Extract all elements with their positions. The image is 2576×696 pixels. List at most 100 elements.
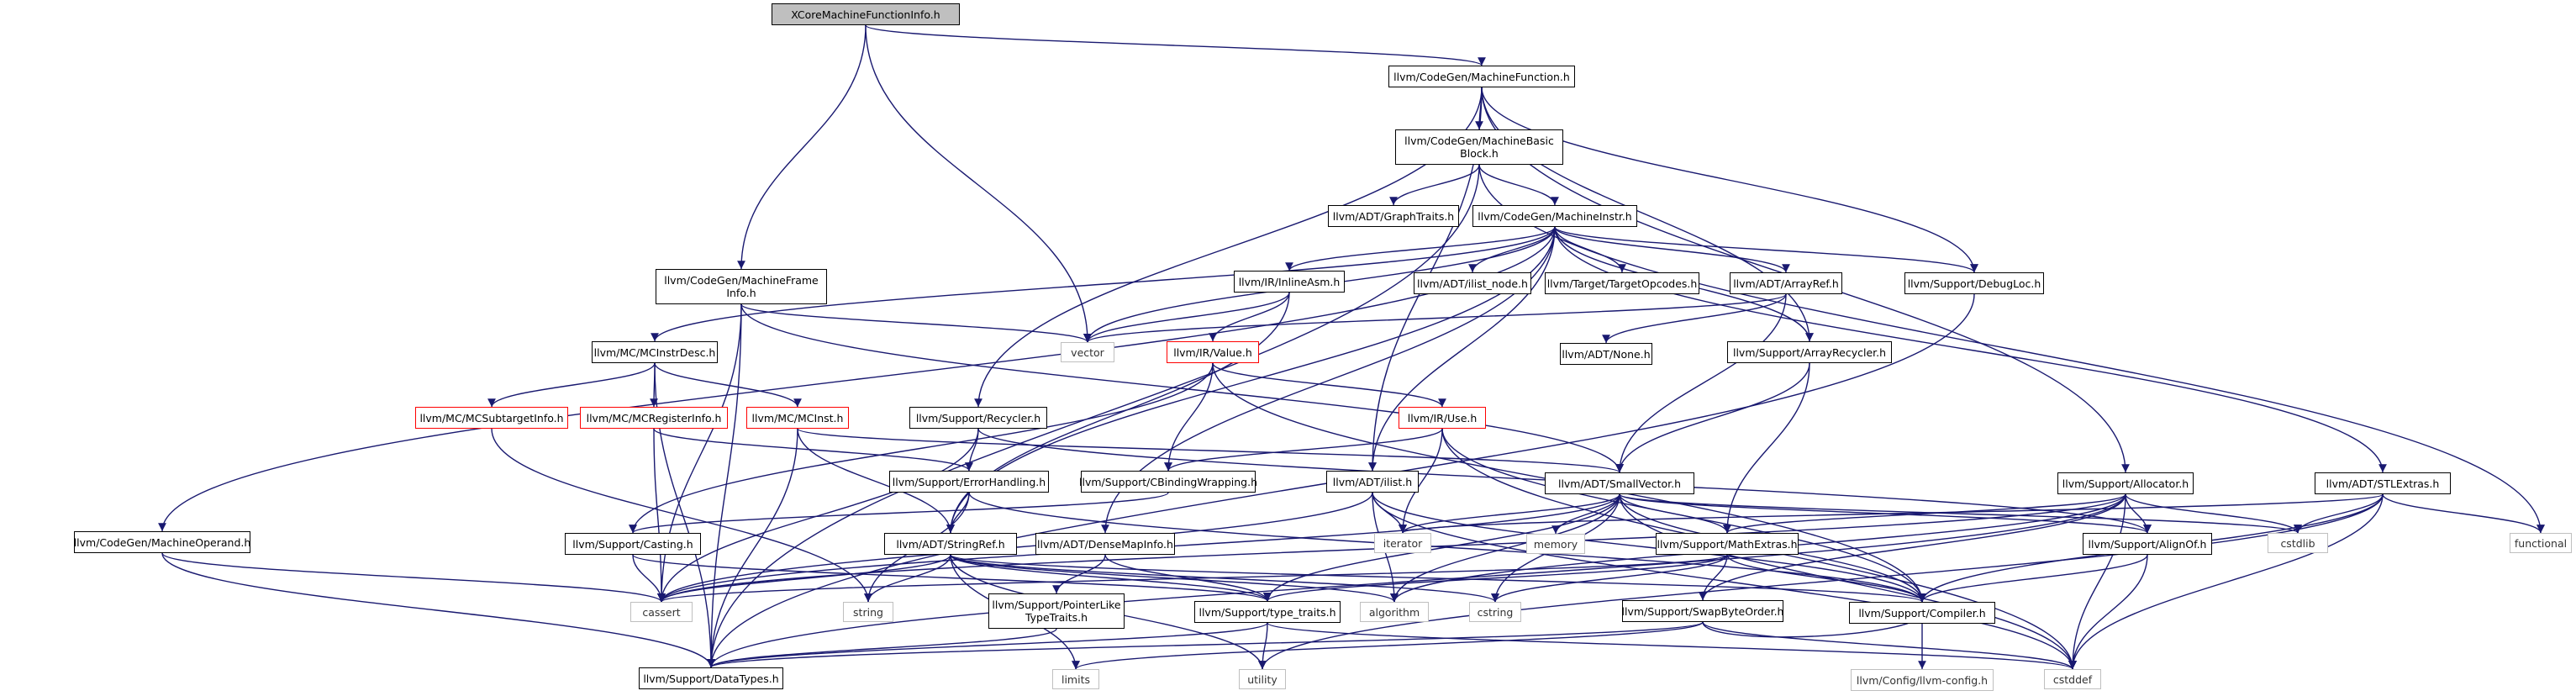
edge-ilist-to-cstddef [1372,492,2077,670]
node-machineoperand[interactable]: llvm/CodeGen/MachineOperand.h [74,531,250,553]
node-mcinstrdesc[interactable]: llvm/MC/MCInstrDesc.h [592,341,718,363]
node-cstring: cstring [1469,602,1521,622]
edge-allocator-to-datatypes [707,493,2126,668]
edge-value-to-casting [629,362,1214,534]
edge-machineinstr-to-debugloc [1554,226,1978,273]
edge-stringref-to-compiler [950,554,1926,603]
node-arrayref[interactable]: llvm/ADT/ArrayRef.h [1730,272,1842,294]
edge-typetraits-to-utility [1258,622,1268,670]
edge-swapbyteorder-to-cstddef [1702,621,2077,670]
edge-xcore-to-mframe [737,24,867,270]
edge-inlineasm-to-vector [1083,292,1290,343]
node-pointerlike[interactable]: llvm/Support/PointerLike TypeTraits.h [988,593,1125,629]
node-compiler[interactable]: llvm/Support/Compiler.h [1849,602,1995,624]
edge-machineinstr-to-arrayref [1554,226,1790,273]
edge-smallvector-to-mathextras [1619,493,1731,534]
node-llvmconfig: llvm/Config/llvm-config.h [1851,669,1994,691]
node-datatypes[interactable]: llvm/Support/DataTypes.h [639,667,783,689]
edge-arrayref-to-vector [1083,293,1787,343]
edge-mbb-to-machineinstr [1478,164,1559,206]
node-debugloc[interactable]: llvm/Support/DebugLoc.h [1904,272,2044,294]
edge-typetraits-to-cstddef [1267,622,2077,670]
edge-allocator-to-alignof [2125,493,2152,534]
edge-ilist-to-cassert [657,492,1373,603]
node-targetopcodes[interactable]: llvm/Target/TargetOpcodes.h [1545,272,1699,294]
node-machineinstr[interactable]: llvm/CodeGen/MachineInstr.h [1472,205,1637,227]
edge-ilist-to-compiler [1372,492,1926,603]
edge-densemapinfo-to-typetraits [1104,554,1272,602]
node-mcregister[interactable]: llvm/MC/MCRegisterInfo.h [580,407,728,429]
node-stlextras[interactable]: llvm/ADT/STLExtras.h [2315,472,2451,494]
edge-stringref-to-typetraits [950,554,1272,602]
edge-allocator-to-mathextras [1723,493,2126,534]
edge-machineoperand-to-cassert [161,552,666,603]
node-stringref[interactable]: llvm/ADT/StringRef.h [884,533,1017,555]
node-ilist[interactable]: llvm/ADT/ilist.h [1326,471,1419,493]
node-mbb[interactable]: llvm/CodeGen/MachineBasic Block.h [1395,129,1563,165]
node-arrayrecycler[interactable]: llvm/Support/ArrayRecycler.h [1727,341,1892,363]
edge-densemapinfo-to-pointerlike [1052,554,1106,594]
edge-stringref-to-string [864,554,951,603]
node-swapbyteorder[interactable]: llvm/Support/SwapByteOrder.h [1622,600,1783,622]
edge-machineinstr-to-targetopcodes [1554,226,1626,273]
edge-alignof-to-compiler [1918,554,2148,603]
edge-stlextras-to-iterator [1399,493,2384,534]
node-alignof[interactable]: llvm/Support/AlignOf.h [2083,533,2212,555]
edge-allocator-to-cstdlib [2125,493,2302,534]
node-iterator: iterator [1374,533,1431,553]
node-ilistnode[interactable]: llvm/ADT/ilist_node.h [1414,272,1531,294]
edge-use-to-iterator [1399,428,1443,534]
node-smallvector[interactable]: llvm/ADT/SmallVector.h [1545,472,1694,494]
node-cassert: cassert [630,602,693,622]
node-cstddef: cstddef [2044,669,2101,689]
node-machinefunction[interactable]: llvm/CodeGen/MachineFunction.h [1388,66,1575,87]
edge-typetraits-to-datatypes [707,622,1268,668]
edge-value-to-cbinding [1164,362,1214,472]
node-memory: memory [1526,534,1585,554]
node-limits: limits [1052,669,1099,689]
node-mcsubtarget[interactable]: llvm/MC/MCSubtargetInfo.h [415,407,568,429]
edge-machineinstr-to-mcinstrdesc [651,226,1556,342]
node-mcinst[interactable]: llvm/MC/MCInst.h [746,407,849,429]
edge-stringref-to-cstring [950,554,1499,603]
edge-recycler-to-cassert [657,428,979,603]
edge-mcinst-to-datatypes [707,428,798,668]
node-none[interactable]: llvm/ADT/None.h [1560,343,1652,365]
edge-smallvector-to-algorithm [1390,493,1620,603]
node-errorhandling[interactable]: llvm/Support/ErrorHandling.h [889,471,1049,493]
edge-casting-to-typetraits [632,554,1272,602]
edge-mcinst-to-stringref [797,428,955,534]
node-value[interactable]: llvm/IR/Value.h [1167,341,1259,363]
edge-swapbyteorder-to-limits [1072,621,1704,670]
node-use[interactable]: llvm/IR/Use.h [1399,407,1486,429]
node-algorithm: algorithm [1360,602,1429,622]
node-casting[interactable]: llvm/Support/Casting.h [565,533,701,555]
edge-mbb-to-functional [1478,164,2545,534]
node-typetraits[interactable]: llvm/Support/type_traits.h [1194,601,1341,623]
node-mathextras[interactable]: llvm/Support/MathExtras.h [1656,533,1799,555]
node-allocator[interactable]: llvm/Support/Allocator.h [2057,472,2194,494]
node-utility: utility [1239,669,1286,689]
edge-stlextras-to-functional [2382,493,2545,534]
edge-mbb-to-graphtraits [1389,164,1480,206]
edge-machineoperand-to-datatypes [161,552,715,668]
node-recycler[interactable]: llvm/Support/Recycler.h [909,407,1047,429]
node-graphtraits[interactable]: llvm/ADT/GraphTraits.h [1328,205,1459,227]
edge-mathextras-to-swapbyteorder [1699,554,1728,601]
edge-mathextras-to-cstring [1491,554,1728,603]
node-inlineasm[interactable]: llvm/IR/InlineAsm.h [1234,271,1345,293]
edge-smallvector-to-memory [1551,493,1620,535]
node-mframe[interactable]: llvm/CodeGen/MachineFrame Info.h [656,269,827,304]
node-functional: functional [2510,533,2572,553]
edge-inlineasm-to-value [1209,292,1290,342]
node-densemapinfo[interactable]: llvm/ADT/DenseMapInfo.h [1035,533,1175,555]
node-cbinding[interactable]: llvm/Support/CBindingWrapping.h [1079,471,1257,493]
edge-machineinstr-to-ilistnode [1468,226,1556,273]
edge-mframe-to-vector [740,303,1092,343]
node-xcore[interactable]: XCoreMachineFunctionInfo.h [772,3,960,25]
edge-mathextras-to-typetraits [1263,554,1728,602]
node-vector: vector [1061,342,1114,362]
edge-mcsubtarget-to-string [491,428,872,603]
edge-mathextras-to-compiler [1726,554,1926,603]
